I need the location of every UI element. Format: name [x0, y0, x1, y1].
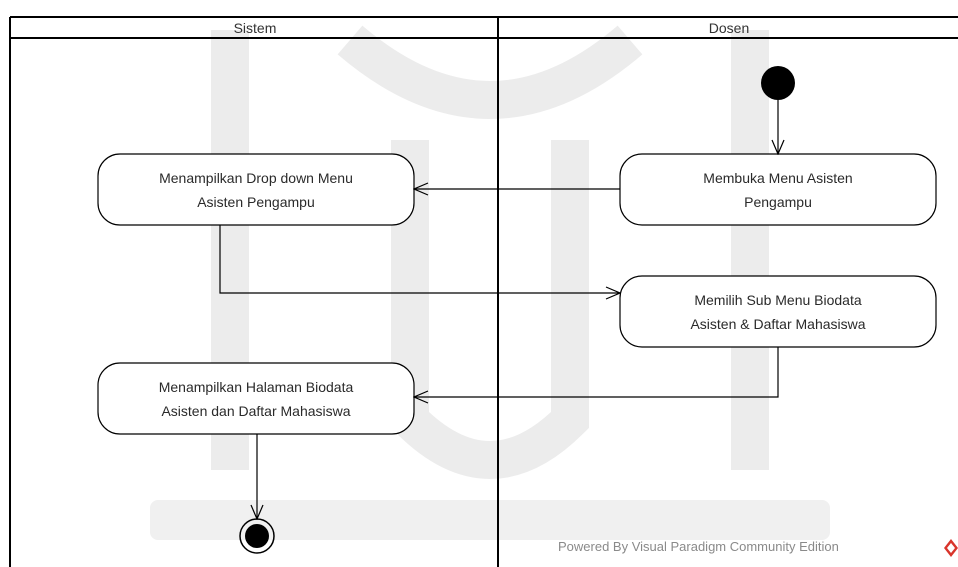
- powered-by-text: Powered By Visual Paradigm Community Edi…: [558, 539, 839, 554]
- activity-choose-submenu-label: Memilih Sub Menu Biodata Asisten & Dafta…: [690, 291, 866, 332]
- final-node-core: [245, 524, 269, 548]
- activity-open-menu-label: Membuka Menu Asisten Pengampu: [703, 169, 853, 210]
- visual-paradigm-logo-icon: [944, 539, 958, 557]
- lane-header-sistem: Sistem: [233, 20, 277, 36]
- activity-show-page-label: Menampilkan Halaman Biodata Asisten dan …: [158, 378, 354, 419]
- flow-submenu-to-page: [414, 347, 779, 397]
- initial-node: [761, 66, 795, 100]
- activity-dropdown-label: Menampilkan Drop down Menu Asisten Penga…: [159, 169, 353, 210]
- flow-dropdown-to-submenu: [219, 225, 620, 293]
- lane-header-dosen: Dosen: [708, 20, 750, 36]
